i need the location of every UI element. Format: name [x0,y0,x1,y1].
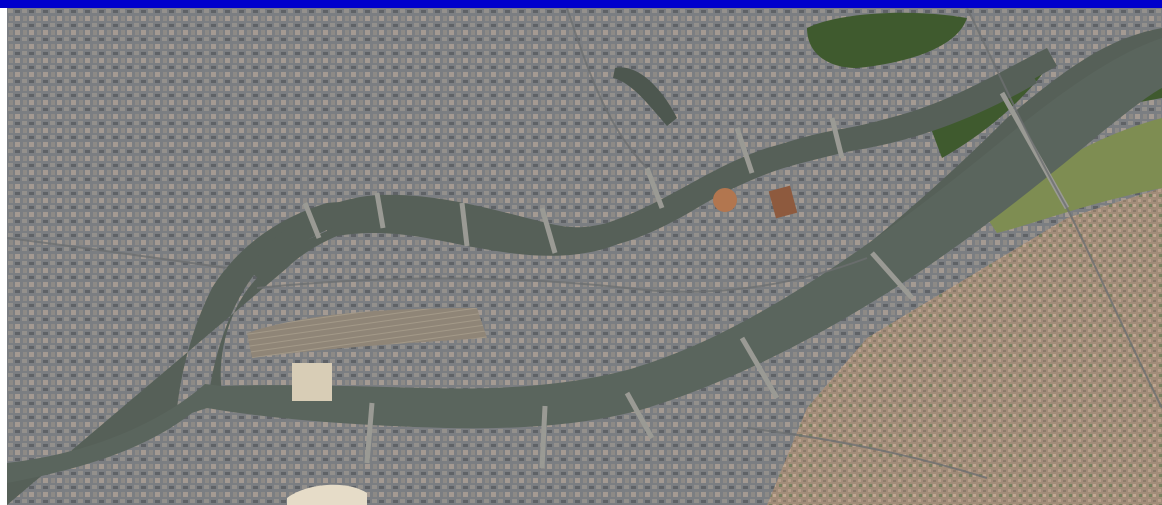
road [566,8,648,169]
road [746,427,988,479]
bridge [302,202,322,239]
bridge [539,207,558,254]
sand-bank-south [287,484,367,505]
road [256,257,868,293]
top-accent-bar [0,0,1162,8]
bridge [644,167,665,209]
road [966,8,1162,409]
bridge [624,391,655,440]
bridge [739,336,780,400]
sports-field [768,185,798,219]
rail-yard [247,308,487,358]
bridge [829,117,845,159]
river-main [7,38,1162,483]
park-area [807,12,967,68]
bridge [364,402,375,464]
bridge [459,202,470,247]
road [7,237,228,269]
bridge [734,127,755,174]
bridge [870,251,914,300]
industrial-sand [292,363,332,401]
suburb-area [767,188,1162,505]
east-vegetation [987,118,1162,233]
harbour-basin [613,67,677,126]
bridge [539,405,548,469]
aerial-map-canvas [7,8,1162,505]
bridge [374,192,386,229]
stadium [713,188,737,212]
roads [7,8,1162,479]
aerial-map[interactable] [7,8,1162,505]
